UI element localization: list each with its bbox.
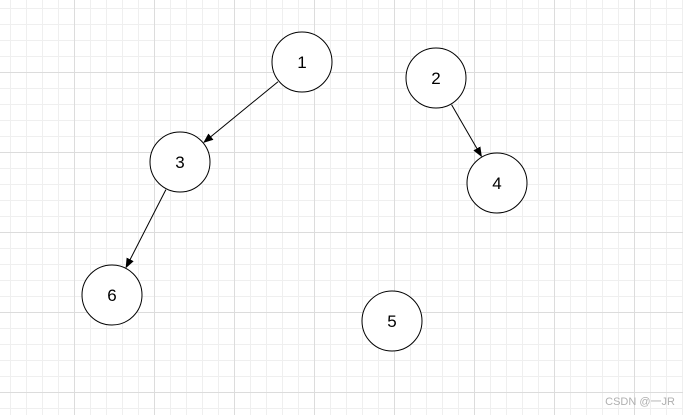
node-n5: 5 xyxy=(361,290,423,352)
node-label: 3 xyxy=(175,153,184,172)
node-n2: 2 xyxy=(405,47,467,109)
node-label: 5 xyxy=(387,312,396,331)
edge-arrow-n1-n3 xyxy=(203,81,279,143)
edge-arrow-n2-n4 xyxy=(451,104,482,158)
node-circle xyxy=(271,31,333,93)
node-label: 6 xyxy=(107,286,116,305)
nodes-layer: 1 2 3 4 5 6 xyxy=(81,31,528,352)
watermark: CSDN @一JR xyxy=(605,396,675,408)
node-label: 1 xyxy=(297,53,306,72)
node-circle xyxy=(361,290,423,352)
node-circle xyxy=(466,152,528,214)
node-label: 4 xyxy=(492,174,501,193)
node-n1: 1 xyxy=(271,31,333,93)
edge-arrow-n3-n6 xyxy=(125,189,167,269)
node-n4: 4 xyxy=(466,152,528,214)
node-label: 2 xyxy=(431,69,440,88)
node-circle xyxy=(405,47,467,109)
node-n6: 6 xyxy=(81,264,143,326)
edges-layer xyxy=(125,81,482,269)
node-circle xyxy=(81,264,143,326)
node-n3: 3 xyxy=(149,131,211,193)
node-circle xyxy=(149,131,211,193)
